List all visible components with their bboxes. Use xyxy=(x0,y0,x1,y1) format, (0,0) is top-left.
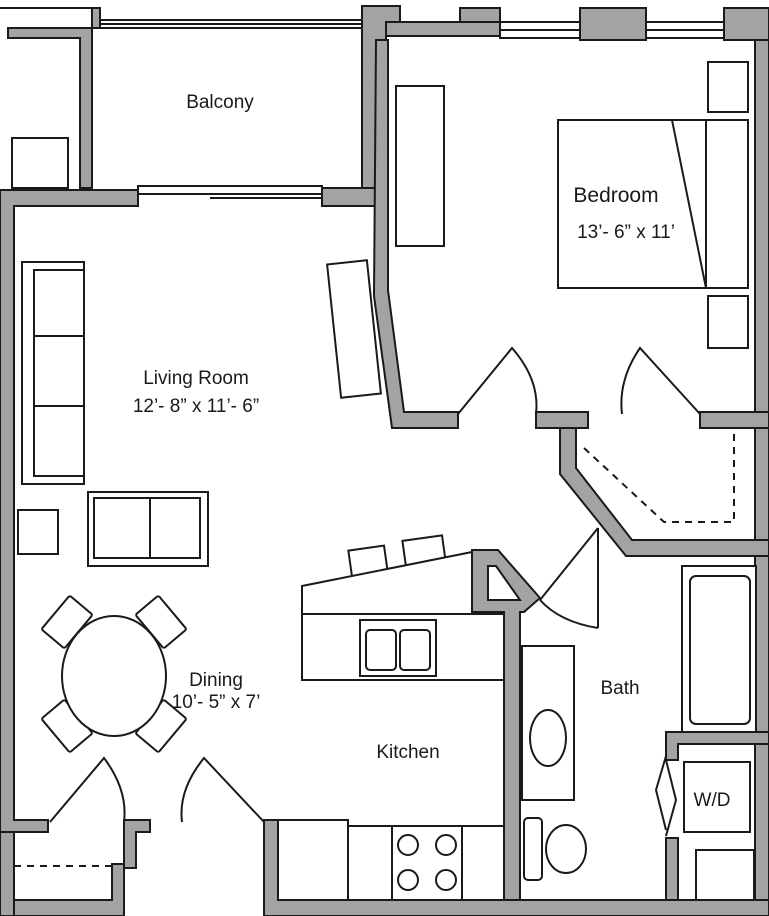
wall-east xyxy=(754,39,769,916)
wall-top-pier-1 xyxy=(459,7,501,23)
washer-dryer-label: W/D xyxy=(694,790,731,811)
balcony-label: Balcony xyxy=(186,92,254,113)
tv-console xyxy=(326,259,382,399)
wall-laundry xyxy=(665,837,679,916)
dining-set xyxy=(41,595,187,753)
wall-bedroom-south-right xyxy=(699,411,769,429)
living-room-label: Living Room xyxy=(143,368,249,389)
dining-size: 10’- 5” x 7’ xyxy=(172,692,261,713)
walls xyxy=(0,5,769,916)
wall-bath-divider xyxy=(665,731,769,761)
wall-west xyxy=(0,189,139,833)
wall-top-left xyxy=(0,7,101,189)
side-table xyxy=(17,509,59,555)
kitchen-counter xyxy=(277,819,505,901)
wall-west-lower xyxy=(0,831,15,916)
toilet-tank xyxy=(523,817,543,881)
sliding-door xyxy=(137,185,323,195)
sofa xyxy=(21,261,85,485)
bathtub-inner xyxy=(689,575,751,725)
furniture xyxy=(11,61,757,901)
bath-label: Bath xyxy=(600,678,639,699)
laundry-door xyxy=(654,755,678,837)
washer-dryer xyxy=(683,761,751,833)
entry-door-right xyxy=(180,756,265,823)
bedroom-size: 13’- 6” x 11’ xyxy=(577,222,675,243)
loveseat xyxy=(87,491,209,567)
doors xyxy=(49,346,701,837)
bath-door xyxy=(539,527,599,629)
kitchen-island xyxy=(301,534,505,681)
bed-fold xyxy=(670,119,707,289)
room-labels: Balcony Bedroom 13’- 6” x 11’ Living Roo… xyxy=(133,92,731,811)
wall-bedroom-top xyxy=(385,21,501,37)
bedroom-door-right xyxy=(620,346,701,415)
bedroom-label: Bedroom xyxy=(573,184,658,207)
dining-table xyxy=(61,615,167,737)
vanity xyxy=(521,645,575,801)
wall-kitchen-corner xyxy=(487,565,522,601)
wall-closet xyxy=(559,427,769,557)
dresser xyxy=(395,85,445,247)
entry-door-left xyxy=(49,756,126,823)
bath-sink xyxy=(529,709,567,767)
wall-bedroom-angled xyxy=(372,39,459,429)
windows xyxy=(99,19,725,199)
bed xyxy=(557,119,749,289)
wall-top-right xyxy=(723,7,769,41)
water-heater xyxy=(695,849,755,901)
nightstand-bottom xyxy=(707,295,749,349)
fridge xyxy=(277,819,349,901)
bedroom-door-left xyxy=(457,346,538,415)
wall-south-entry-left xyxy=(123,819,151,869)
wall-kitchen-east xyxy=(471,549,542,916)
toilet-bowl xyxy=(545,824,587,874)
wall-bedroom-south xyxy=(535,411,589,429)
nightstand-top xyxy=(707,61,749,113)
closet-shelf xyxy=(583,432,735,523)
storage-unit xyxy=(11,137,69,189)
dining-label: Dining xyxy=(189,670,243,691)
wall-top-pier-2 xyxy=(579,7,647,41)
wall-south xyxy=(0,831,125,916)
kitchen-label: Kitchen xyxy=(376,742,439,763)
living-room-size: 12’- 8” x 11’- 6” xyxy=(133,396,259,417)
wall-balcony-divider xyxy=(321,187,379,207)
